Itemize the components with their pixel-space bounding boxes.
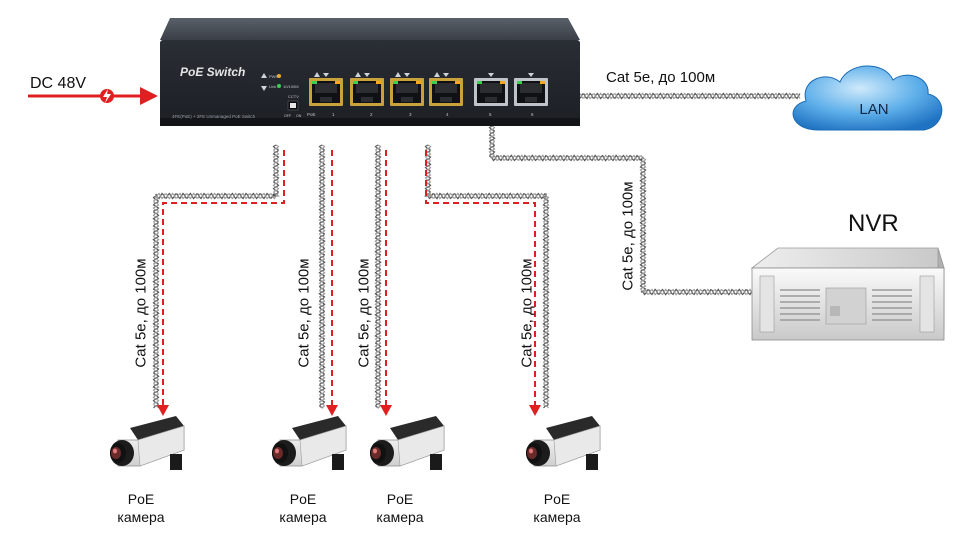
- led-label-pwr: PWR: [269, 74, 278, 79]
- poe-arrow-1: [157, 405, 169, 416]
- cctv-on-label: ON: [296, 114, 302, 118]
- rj45-port-3[interactable]: [390, 72, 424, 106]
- camera-1-label: PoE камера: [86, 490, 196, 526]
- nvr-cable-label: Cat 5e, до 100м: [619, 181, 637, 291]
- port-label-4: 4: [446, 112, 449, 117]
- port-label-poe: PoE: [307, 112, 316, 117]
- port-label-3: 3: [409, 112, 412, 117]
- camera-4-icon: [526, 416, 601, 470]
- nvr-server-icon: [750, 247, 945, 341]
- camera-1-cable-label: Cat 5e, до 100м: [132, 258, 150, 368]
- camera-3-label-line1: PoE: [386, 491, 414, 507]
- cable-camera-2: [318, 144, 326, 409]
- rj45-port-4[interactable]: [429, 72, 463, 106]
- camera-3-icon: [370, 416, 445, 470]
- camera-2-label: PoE камера: [248, 490, 358, 526]
- cable-camera-4: [424, 144, 550, 409]
- poe-arrow-2: [326, 405, 338, 416]
- nvr-title: NVR: [848, 210, 899, 237]
- camera-4-label: PoE камера: [502, 490, 612, 526]
- lan-cable-label: Cat 5e, до 100м: [606, 69, 716, 86]
- cctv-label: CCTV: [288, 94, 299, 99]
- cctv-off-label: OFF: [284, 114, 292, 118]
- switch-subtitle: 4FE(PoE) + 2FE Unmanaged PoE Switch: [172, 114, 256, 119]
- rj45-port-5[interactable]: [474, 73, 508, 106]
- power-label: DC 48V: [30, 75, 87, 92]
- port-label-2: 2: [370, 112, 373, 117]
- poe-line-1: [162, 150, 285, 405]
- switch-top: [160, 18, 580, 40]
- camera-4-label-line1: PoE: [543, 491, 571, 507]
- camera-1-label-line2: камера: [117, 509, 165, 526]
- poe-line-4: [425, 150, 536, 405]
- camera-1-label-line1: PoE: [127, 491, 155, 507]
- poe-switch: PoE Switch 4FE(PoE) + 2FE Unmanaged PoE …: [160, 18, 580, 126]
- poe-arrow-3: [380, 405, 392, 416]
- camera-4-cable-label: Cat 5e, до 100м: [518, 258, 536, 368]
- rj45-port-1[interactable]: [309, 72, 343, 106]
- poe-arrowheads: [157, 405, 541, 416]
- cable-nvr: [488, 125, 757, 296]
- camera-3-label-line2: камера: [376, 509, 424, 526]
- lightning-icon: [100, 89, 114, 103]
- camera-2-label-line1: PoE: [289, 491, 317, 507]
- camera-2-icon: [272, 416, 347, 470]
- port-label-5: 5: [489, 112, 492, 117]
- led-label-link: Link: [269, 84, 276, 89]
- port-label-6: 6: [531, 112, 534, 117]
- lan-cloud-icon: LAN: [792, 65, 943, 131]
- poe-arrow-4: [529, 405, 541, 416]
- cable-camera-1: [152, 144, 280, 409]
- cable-camera-3: [374, 144, 382, 409]
- switch-title: PoE Switch: [180, 65, 245, 79]
- rj45-port-2[interactable]: [350, 72, 384, 106]
- led-label-speed: 10/100M: [283, 84, 299, 89]
- camera-2-label-line2: камера: [279, 509, 327, 526]
- cctv-toggle[interactable]: CCTV OFF ON: [284, 94, 302, 118]
- lan-label: LAN: [859, 101, 888, 118]
- camera-group: [110, 416, 601, 470]
- rj45-port-6[interactable]: [514, 73, 548, 106]
- camera-2-cable-label: Cat 5e, до 100м: [295, 258, 313, 368]
- power-arrow: [28, 87, 158, 105]
- cable-group: [152, 92, 801, 409]
- camera-4-label-line2: камера: [533, 509, 581, 526]
- poe-power-lines: [162, 150, 536, 405]
- cable-lan: [577, 92, 801, 100]
- ethernet-ports: [309, 72, 548, 106]
- port-label-1: 1: [332, 112, 335, 117]
- camera-3-label: PoE камера: [345, 490, 455, 526]
- status-leds: PWR Link 10/100M: [261, 73, 299, 91]
- camera-1-icon: [110, 416, 185, 470]
- camera-3-cable-label: Cat 5e, до 100м: [355, 258, 373, 368]
